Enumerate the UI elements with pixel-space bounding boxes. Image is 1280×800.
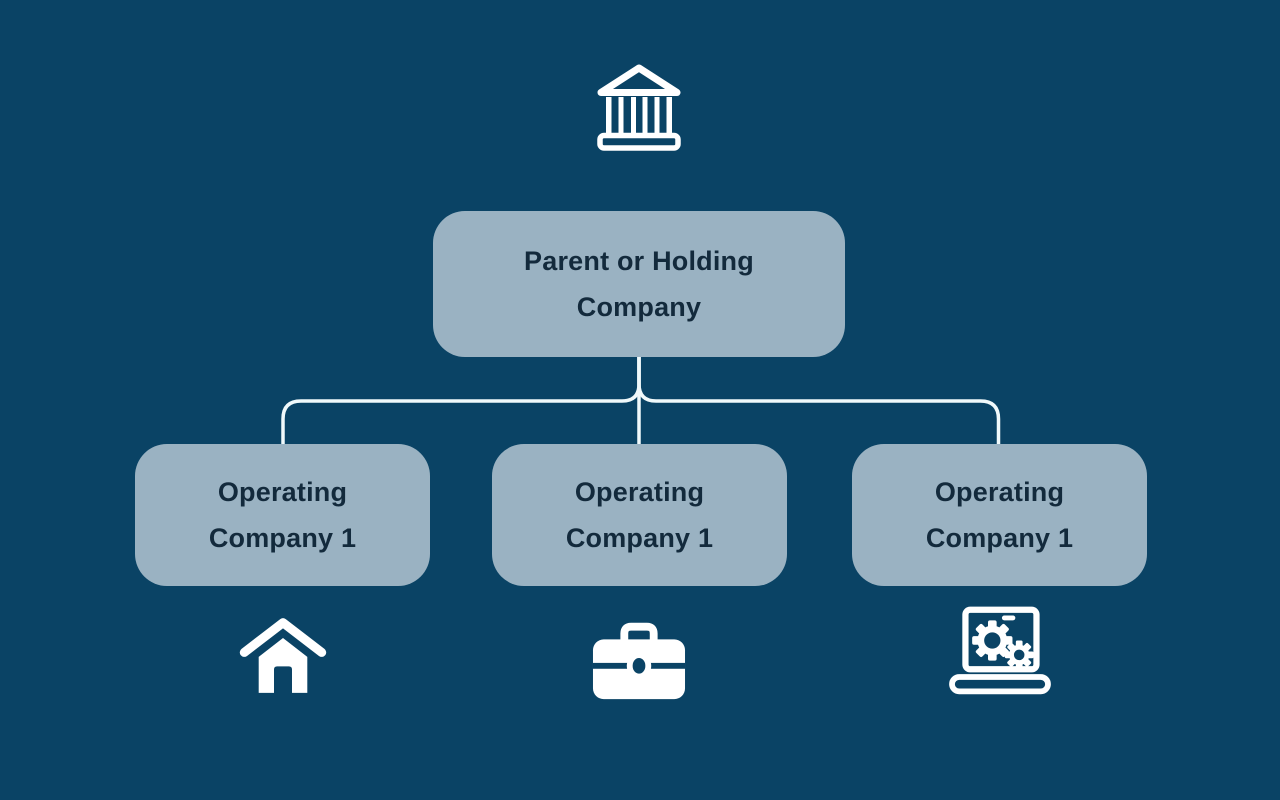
briefcase-icon <box>585 611 693 705</box>
bank-icon <box>597 63 681 151</box>
connector-left <box>281 355 641 447</box>
child-node-1: Operating Company 1 <box>135 444 430 586</box>
child-node-1-label: Operating Company 1 <box>208 477 357 553</box>
child-node-2-label: Operating Company 1 <box>565 477 714 553</box>
child-node-3: Operating Company 1 <box>852 444 1147 586</box>
laptop-gears-icon <box>942 604 1058 700</box>
house-icon <box>238 607 328 705</box>
child-node-3-label: Operating Company 1 <box>925 477 1074 553</box>
child-node-2: Operating Company 1 <box>492 444 787 586</box>
parent-node-label: Parent or Holding Company <box>524 246 754 322</box>
parent-node: Parent or Holding Company <box>433 211 845 357</box>
connector-right <box>637 355 1001 447</box>
